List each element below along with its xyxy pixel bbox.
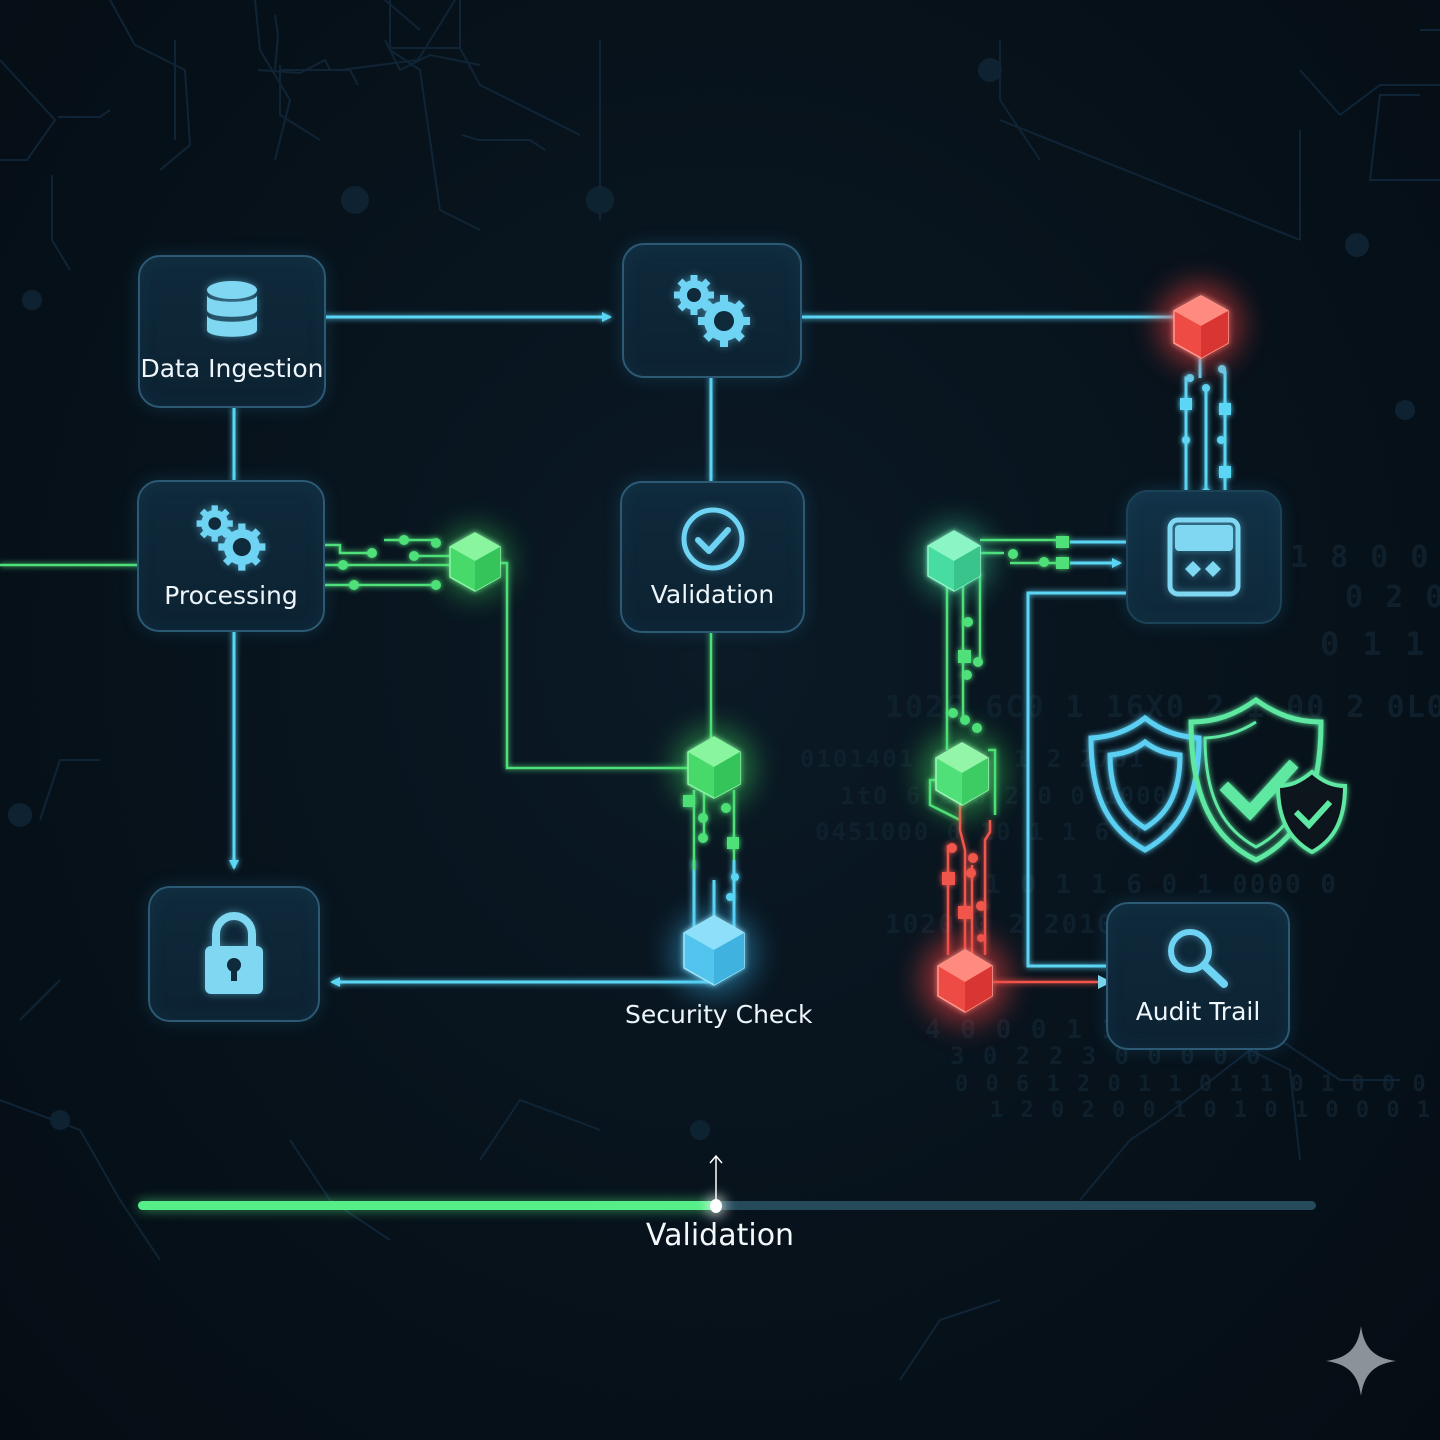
node-label: Processing (164, 580, 298, 610)
node-processing[interactable]: Processing (137, 480, 325, 632)
red-block-bottom (937, 949, 993, 1013)
node-device[interactable] (1126, 490, 1282, 624)
background-digits: 0 2 0 0 (1345, 580, 1440, 615)
progress-pointer-arrow (709, 1154, 723, 1204)
green-block-mid (935, 742, 989, 806)
red-block-top (1173, 295, 1229, 359)
magnifier-icon (1166, 927, 1230, 989)
background-digits: 1 2 0 2 0 0 1 0 1 0 1 0 0 0 1 0 0 0 1 0 (990, 1098, 1440, 1123)
node-validation[interactable]: Validation (620, 481, 805, 633)
shields-icon (1088, 696, 1348, 863)
node-label: Data Ingestion (140, 354, 324, 383)
teal-block (927, 530, 981, 592)
blue-block-security (683, 915, 745, 986)
security-check-label: Security Check (625, 1000, 813, 1029)
background-digits: 0 0 6 1 2 0 1 1 0 1 1 0 1 0 0 0 (955, 1072, 1428, 1097)
node-audit-trail[interactable]: Audit Trail (1106, 902, 1290, 1050)
node-transform[interactable] (622, 243, 802, 378)
node-label: Audit Trail (1135, 996, 1261, 1026)
node-data-ingestion[interactable]: Data Ingestion (138, 255, 326, 408)
progress-track[interactable] (138, 1201, 1316, 1210)
check-circle-icon (680, 506, 746, 572)
green-block-security (687, 736, 741, 799)
node-label: Validation (650, 579, 775, 609)
progress-fill (138, 1201, 716, 1210)
background-digits: 1 8 0 0 0 (1290, 540, 1440, 575)
background-digits: 1026 6C0 1 16X0 2 1 00 2 0L08 (885, 690, 1440, 725)
node-secure-storage[interactable] (148, 886, 320, 1022)
background-digits: 1020 0 2 2010 (885, 910, 1115, 940)
gears-icon (193, 503, 269, 573)
padlock-icon (203, 912, 265, 996)
background-digits: 0 1 1 0 0 (1320, 625, 1440, 663)
green-block-processing (449, 532, 501, 592)
database-icon (204, 280, 260, 346)
background-digits: 1 0 1 1 6 0 1 0000 0 (985, 870, 1339, 900)
sparkle-icon (1326, 1326, 1396, 1396)
gears-icon (670, 273, 754, 349)
device-icon (1167, 517, 1241, 597)
progress-label: Validation (645, 1218, 795, 1253)
progress-marker[interactable] (710, 1199, 722, 1213)
